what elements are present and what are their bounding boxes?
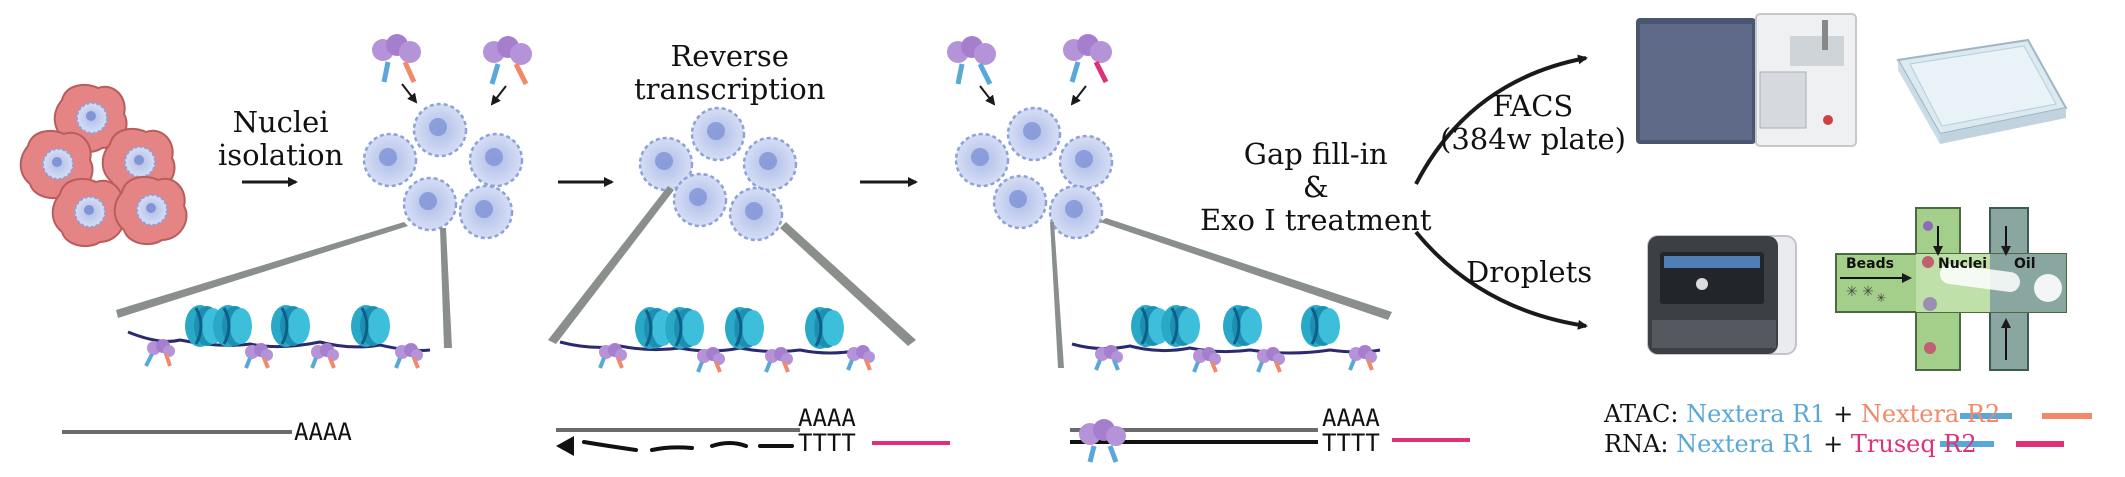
zoom-wedge-right-1: [440, 228, 452, 348]
legend-atac-r1: Nextera R1: [1686, 400, 1826, 428]
polya-3: AAAA: [1322, 404, 1380, 432]
legend-rna: RNA: Nextera R1 + Truseq R2: [1604, 430, 1977, 458]
chromatin-3: [1071, 303, 1381, 373]
legend-rna-r1: Nextera R1: [1676, 430, 1816, 458]
cells-group: [19, 83, 188, 248]
legend-rna-prefix: RNA:: [1604, 430, 1669, 458]
legend-atac-prefix: ATAC:: [1604, 400, 1679, 428]
svg-text:✳ ✳: ✳ ✳: [1846, 284, 1874, 300]
polyt-2: TTTT: [798, 429, 856, 457]
tn5-complex-icon: [372, 34, 532, 86]
svg-text:✳: ✳: [1876, 291, 1886, 305]
zoom-wedge-left-1: [116, 222, 408, 318]
microfluidic-chip-icon: ✳ ✳ ✳: [1835, 207, 2067, 371]
chip-label-beads: Beads: [1846, 256, 1894, 272]
tn5-on-cdna: [1079, 419, 1126, 463]
arrow-droplets: [1414, 230, 1588, 330]
nuclei-cluster-3: [954, 106, 1114, 240]
chromatin-1: [127, 303, 431, 369]
polyt-3: TTTT: [1322, 429, 1380, 457]
chip-label-nuclei: Nuclei: [1938, 256, 1988, 272]
label-gap-fill: Gap fill-in&Exo I treatment: [1200, 137, 1432, 237]
polya-1: AAAA: [294, 418, 352, 446]
chip-label-oil: Oil: [2014, 256, 2036, 272]
label-droplets: Droplets: [1466, 255, 1593, 289]
nuclei-cluster-2: [638, 106, 798, 242]
label-facs: FACS(384w plate): [1440, 89, 1626, 156]
droplet-instrument-icon: [1647, 235, 1797, 355]
legend-rna-r2: Truseq R2: [1850, 430, 1977, 458]
legend-atac-plus: +: [1833, 400, 1854, 428]
facs-machine-icon: [1636, 13, 1857, 147]
legend-rna-plus: +: [1823, 430, 1844, 458]
legend-atac: ATAC: Nextera R1 + Nextera R2: [1604, 400, 2000, 428]
nuclei-cluster-1: [362, 102, 524, 240]
arrow-facs: [1414, 54, 1588, 185]
tn5-complex-icon-2: [947, 34, 1112, 86]
plate-384-icon: [1896, 38, 2068, 144]
legend-atac-r2: Nextera R2: [1860, 400, 2001, 428]
polya-2: AAAA: [798, 404, 856, 432]
cdna-dashed: [582, 440, 794, 452]
chromatin-2: [559, 305, 875, 373]
